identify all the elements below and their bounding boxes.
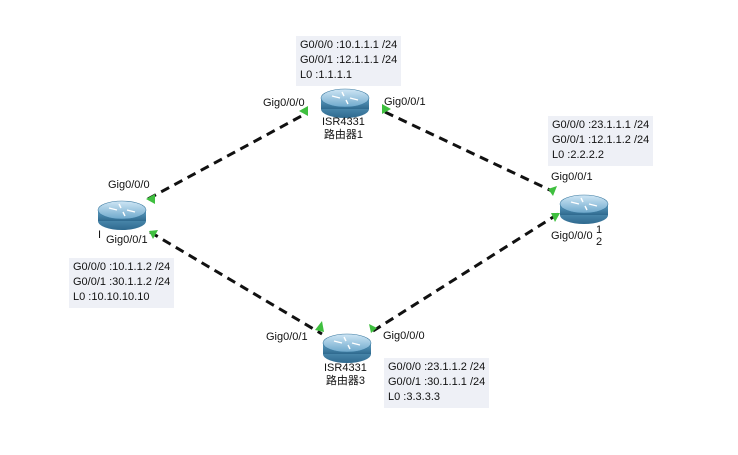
- link-r1-right: [384, 110, 553, 193]
- port-up-icon: [551, 213, 560, 222]
- port-up-icon: [149, 230, 158, 239]
- router-bottom-label: ISR4331 路由器3: [324, 362, 367, 388]
- router-icon-right: [559, 194, 609, 225]
- router-top-model: ISR4331: [322, 116, 365, 128]
- port-up-icon: [382, 104, 391, 114]
- port-label-right-top: Gig0/0/1: [551, 171, 593, 183]
- router-left-note: G0/0/0 :10.1.1.2 /24 G0/0/1 :30.1.1.2 /2…: [69, 258, 175, 308]
- router-right-partial-label-1: 1: [596, 224, 603, 236]
- router-icon-bottom: [322, 333, 372, 364]
- link-r1-left: [147, 111, 308, 201]
- router-right-note: G0/0/0 :23.1.1.1 /24 G0/0/1 :12.1.1.2 /2…: [548, 116, 654, 166]
- port-up-icon: [146, 194, 155, 204]
- port-up-icon: [315, 321, 324, 332]
- router-top-name: 路由器1: [323, 129, 363, 141]
- router-icon-left: [97, 200, 147, 231]
- link-left-r3: [149, 230, 323, 336]
- port-label-left-top: Gig0/0/0: [108, 179, 150, 191]
- port-label-top-left: Gig0/0/0: [263, 97, 305, 109]
- router-left-partial-label: I: [98, 229, 102, 241]
- port-label-bottom-left: Gig0/0/1: [266, 331, 308, 343]
- router-top-note: G0/0/0 :10.1.1.1 /24 G0/0/1 :12.1.1.1 /2…: [296, 36, 402, 86]
- router-right-partial-label-2: 2: [596, 236, 603, 248]
- port-label-top-right: Gig0/0/1: [384, 96, 426, 108]
- router-top-label: ISR4331 路由器1: [322, 116, 365, 142]
- router-bottom-model: ISR4331: [324, 362, 367, 374]
- port-label-left-bottom: Gig0/0/1: [106, 234, 148, 246]
- port-up-icon: [299, 106, 308, 116]
- port-up-icon: [369, 324, 377, 333]
- port-up-icon: [548, 186, 557, 196]
- port-label-right-bottom: Gig0/0/0: [551, 230, 593, 242]
- router-bottom-name: 路由器3: [325, 375, 365, 387]
- router-bottom-note: G0/0/0 :23.1.1.2 /24 G0/0/1 :30.1.1.1 /2…: [384, 358, 490, 408]
- link-right-r3: [372, 212, 559, 333]
- router-icon-top: [320, 88, 370, 119]
- port-label-bottom-right: Gig0/0/0: [383, 330, 425, 342]
